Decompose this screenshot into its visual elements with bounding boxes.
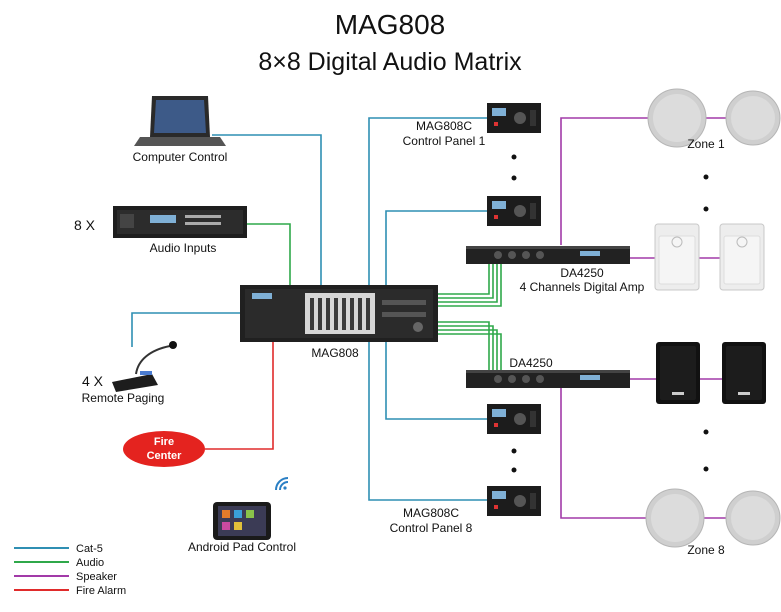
amplifier-1-icon	[466, 246, 630, 264]
legend-label-cat5: Cat-5	[76, 543, 103, 555]
ceiling-speaker-icon	[645, 488, 705, 548]
connections	[131, 117, 726, 519]
ellipsis-dot	[511, 448, 517, 454]
cat5-line-computer	[212, 134, 322, 285]
audio-line-amp1-a	[438, 264, 490, 295]
box-speaker-icon	[656, 342, 700, 404]
legend-label-fire-alarm: Fire Alarm	[76, 585, 126, 597]
audio-line-amp2-a	[438, 321, 490, 370]
amplifier-1-model: DA4250	[560, 266, 604, 280]
fire-line	[205, 342, 274, 450]
fire-center-badge	[123, 431, 205, 467]
speaker-line-zone8	[560, 386, 646, 519]
ellipsis-dot	[511, 467, 517, 473]
wall-speaker-icon	[654, 223, 700, 291]
audio-line-amp1-d	[438, 264, 502, 307]
fire-center-line2: Center	[147, 450, 183, 462]
matrix-label: MAG808	[311, 346, 359, 360]
ceiling-speaker-icon	[725, 90, 781, 146]
amplifier-1-name: 4 Channels Digital Amp	[520, 280, 645, 294]
ceiling-speaker-icon	[725, 490, 781, 546]
laptop-icon	[134, 96, 226, 146]
diagram-title: MAG808	[335, 9, 446, 40]
amplifier-2-model: DA4250	[509, 356, 553, 370]
audio-inputs-label: Audio Inputs	[150, 241, 217, 255]
remote-paging-count: 4 X	[82, 373, 104, 389]
control-panel-1-icon	[487, 103, 541, 133]
control-panel-2-icon	[487, 196, 541, 226]
control-panel-8-name: Control Panel 8	[390, 521, 473, 535]
computer-control-label: Computer Control	[133, 150, 228, 164]
diagram-subtitle: 8×8 Digital Audio Matrix	[258, 48, 522, 76]
fire-center-line1: Fire	[154, 436, 174, 448]
box-speaker-icon	[722, 342, 766, 404]
ellipsis-dot	[703, 466, 709, 472]
audio-line-inputs	[247, 223, 291, 285]
android-pad-label: Android Pad Control	[188, 540, 296, 554]
ceiling-speaker-icon	[647, 88, 707, 148]
control-panel-8-model: MAG808C	[403, 506, 459, 520]
speaker-line-zone1	[560, 117, 648, 245]
control-panel-8-icon	[487, 486, 541, 516]
zone-8-label: Zone 8	[687, 543, 725, 557]
amplifier-2-icon	[466, 370, 630, 388]
wall-speaker-icon	[719, 223, 765, 291]
paging-microphone-icon	[112, 341, 177, 392]
cat5-line-panel7	[385, 342, 487, 420]
legend-label-audio: Audio	[76, 557, 104, 569]
legend-label-speaker: Speaker	[76, 571, 117, 583]
control-panel-1-model: MAG808C	[416, 119, 472, 133]
remote-paging-label: Remote Paging	[82, 391, 165, 405]
ellipsis-dot	[703, 174, 709, 180]
ellipsis-dot	[511, 154, 517, 160]
zone-1-label: Zone 1	[687, 137, 725, 151]
audio-line-amp1-b	[438, 264, 494, 299]
audio-line-amp2-b	[438, 325, 494, 370]
audio-line-amp2-d	[438, 333, 502, 370]
cat5-line-panel2	[385, 210, 487, 285]
legend: Cat-5 Audio Speaker Fire Alarm	[14, 543, 126, 597]
cat5-line-panel8	[368, 342, 487, 501]
ellipsis-dot	[703, 206, 709, 212]
cat5-line-paging	[131, 312, 244, 347]
ellipsis-dot	[511, 175, 517, 181]
cat5-line-panel1	[368, 117, 487, 285]
control-panel-7-icon	[487, 404, 541, 434]
wifi-icon	[275, 477, 289, 491]
audio-inputs-count: 8 X	[74, 217, 96, 233]
ellipsis-dot	[703, 429, 709, 435]
tablet-icon	[213, 502, 271, 540]
audio-line-amp2-c	[438, 329, 498, 370]
control-panel-1-name: Control Panel 1	[403, 134, 486, 148]
audio-input-rack-icon	[113, 206, 247, 238]
matrix-device-icon	[240, 285, 438, 342]
audio-line-amp1-c	[438, 264, 498, 303]
